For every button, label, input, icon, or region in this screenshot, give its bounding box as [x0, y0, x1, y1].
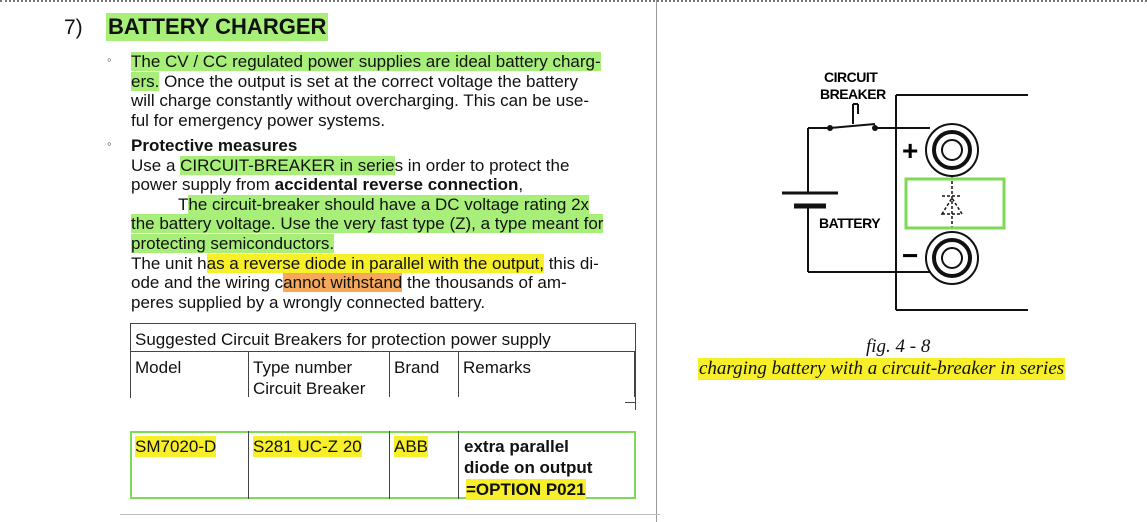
- figure-caption: fig. 4 - 8: [866, 336, 931, 357]
- table-tick: [635, 396, 636, 410]
- section-number: 7): [64, 16, 83, 39]
- highlight-text: protecting semiconductors.: [131, 233, 335, 253]
- power-supply-frame: [895, 94, 1028, 311]
- text-run: the thousands of am-: [402, 273, 567, 293]
- battery-icon: [782, 191, 838, 209]
- header-remarks: Remarks: [463, 358, 532, 377]
- highlight-text: as a reverse diode in parallel with the …: [206, 253, 544, 273]
- column-separator: [656, 0, 657, 522]
- highlight-text: annot withstand: [283, 273, 403, 293]
- text-line: peres supplied by a wrongly connected ba…: [131, 292, 486, 312]
- highlight-text: The CV / CC regulated power supplies are…: [131, 52, 601, 71]
- cell-model: SM7020-D: [135, 436, 217, 457]
- bullet-marker: ◦: [107, 136, 112, 151]
- header-brand: Brand: [394, 358, 440, 377]
- highlight-text: ers.: [131, 71, 160, 91]
- table-tick: [625, 402, 635, 403]
- highlight-text: CIRCUIT-BREAKER in serie: [180, 155, 395, 175]
- text-run: ,: [518, 175, 524, 195]
- text-run: Use a: [131, 155, 181, 175]
- contact-dot: [827, 125, 833, 131]
- text-line: ful for emergency power systems.: [131, 110, 386, 130]
- text-run: The unit h: [131, 253, 207, 273]
- figure-subcaption: charging battery with a circuit-breaker …: [698, 358, 1066, 380]
- subheading: Protective measures: [131, 136, 298, 155]
- cell-remarks-2: diode on output: [464, 458, 593, 477]
- positive-terminal-icon: [925, 123, 979, 177]
- bullet-marker: ◦: [107, 52, 112, 67]
- highlight-text: the battery voltage. Use the very fast t…: [131, 214, 604, 234]
- cell-divider: [248, 431, 249, 499]
- minus-sign: −: [902, 240, 918, 271]
- breaker-symbol-icon: [852, 103, 859, 124]
- diode-highlight-box: [904, 177, 1006, 230]
- label-circuit: CIRCUIT: [824, 69, 878, 85]
- cell-remarks-3: =OPTION P021: [466, 479, 586, 500]
- table-header-row: [130, 351, 636, 397]
- header-divider: [458, 351, 459, 397]
- text-run: ode and the wiring c: [131, 273, 284, 293]
- cell-divider: [389, 431, 390, 499]
- text-run: s in order to protect the: [394, 155, 570, 175]
- header-divider: [389, 351, 390, 397]
- header-divider: [634, 351, 635, 397]
- text-run: Once the output is set at the correct vo…: [159, 71, 578, 91]
- highlight-text: he circuit-breaker should have a DC volt…: [188, 194, 590, 214]
- cell-brand: ABB: [394, 436, 429, 457]
- text-run: T: [178, 194, 189, 214]
- header-model: Model: [135, 358, 182, 377]
- top-border: [0, 0, 1147, 2]
- breaker-table: [130, 323, 636, 398]
- label-battery: BATTERY: [819, 215, 881, 231]
- plus-sign: +: [902, 135, 918, 166]
- diode-icon: [940, 176, 964, 232]
- contact-dot: [872, 125, 878, 131]
- section-title: BATTERY CHARGER: [106, 13, 329, 41]
- header-divider: [248, 351, 249, 397]
- cell-divider: [458, 431, 459, 499]
- wiring: [807, 123, 930, 273]
- text-run: this di-: [543, 253, 599, 273]
- cell-remarks-1: extra parallel: [464, 437, 569, 456]
- bottom-border: [120, 514, 660, 515]
- table-title: Suggested Circuit Breakers for protectio…: [135, 330, 551, 349]
- header-type: Type number: [253, 358, 353, 377]
- bold-text: accidental reverse connection: [274, 175, 519, 195]
- text-line: will charge constantly without overcharg…: [131, 91, 589, 111]
- header-type-2: Circuit Breaker: [253, 379, 366, 398]
- paragraph-intro: The CV / CC regulated power supplies are…: [131, 52, 636, 130]
- negative-terminal-icon: [925, 231, 979, 285]
- cell-type: S281 UC-Z 20: [253, 436, 362, 457]
- text-run: power supply from: [131, 175, 275, 195]
- table-row: [130, 431, 636, 499]
- paragraph-protective: Protective measures Use a CIRCUIT-BREAKE…: [131, 136, 636, 312]
- label-breaker: BREAKER: [820, 86, 886, 102]
